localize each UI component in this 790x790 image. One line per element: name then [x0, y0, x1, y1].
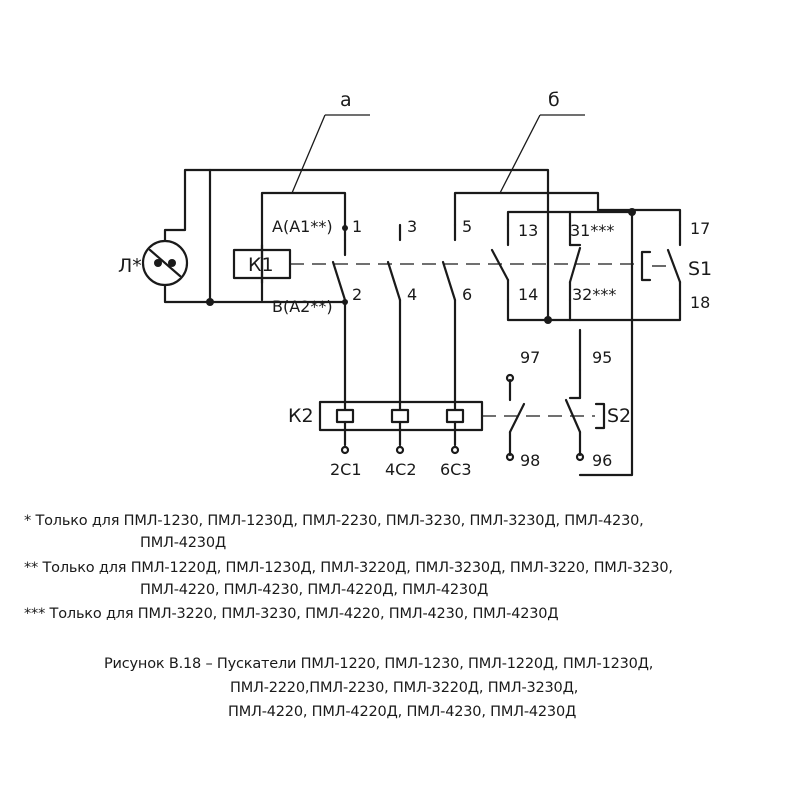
terminal-14-label: 14: [518, 285, 538, 304]
callout-b-label: б: [548, 89, 560, 111]
terminal-97-node: [505, 373, 515, 383]
node-top-bus: [628, 208, 636, 216]
terminal-1-label: 1: [352, 217, 362, 236]
switch-s2-label: S2: [607, 405, 631, 427]
terminal-96-label: 96: [592, 451, 612, 470]
control-wiring: [163, 168, 682, 477]
terminal-2-label: 2: [352, 285, 362, 304]
node-b: [342, 299, 348, 305]
terminal-96-node: [575, 452, 585, 462]
terminal-13-label: 13: [518, 221, 538, 240]
terminal-98-node: [505, 452, 515, 462]
terminal-18-label: 18: [690, 293, 710, 312]
node-bottom-bus: [544, 316, 552, 324]
coil-k1-label: К1: [248, 254, 274, 276]
output-terminal-2: [395, 445, 405, 455]
lamp-symbol: [141, 239, 189, 287]
output-label-1: 2С1: [330, 460, 362, 479]
node-a: [342, 225, 348, 231]
aux-contacts: [490, 223, 582, 302]
callout-a-label: а: [340, 89, 352, 111]
terminal-32-label: 32***: [572, 285, 616, 304]
k2-aux-contacts: [508, 368, 606, 457]
output-terminal-3: [450, 445, 460, 455]
terminal-b-label: В(А2**): [272, 297, 333, 316]
terminal-17-label: 17: [690, 219, 710, 238]
output-label-2: 4С2: [385, 460, 417, 479]
terminal-6-label: 6: [462, 285, 472, 304]
thermal-relay-k2-label: К2: [288, 405, 314, 427]
output-terminal-1: [340, 445, 350, 455]
terminal-95-label: 95: [592, 348, 612, 367]
terminal-97-label: 97: [520, 348, 540, 367]
terminal-3-label: 3: [407, 217, 417, 236]
output-label-3: 6С3: [440, 460, 472, 479]
callout-b-leader: [499, 114, 585, 194]
terminal-31-label: 31***: [570, 221, 614, 240]
node-lamp-bottom: [206, 298, 214, 306]
terminal-98-label: 98: [520, 451, 540, 470]
terminal-4-label: 4: [407, 285, 417, 304]
switch-s1-label: S1: [688, 258, 712, 280]
switch-s1: [640, 223, 682, 302]
thermal-relay-k2: [318, 400, 484, 447]
power-contacts: [331, 223, 457, 407]
callout-a-leader: [291, 114, 370, 194]
terminal-5-label: 5: [462, 217, 472, 236]
lamp-label: Л*: [118, 255, 142, 277]
terminal-a-label: А(А1**): [272, 217, 333, 236]
